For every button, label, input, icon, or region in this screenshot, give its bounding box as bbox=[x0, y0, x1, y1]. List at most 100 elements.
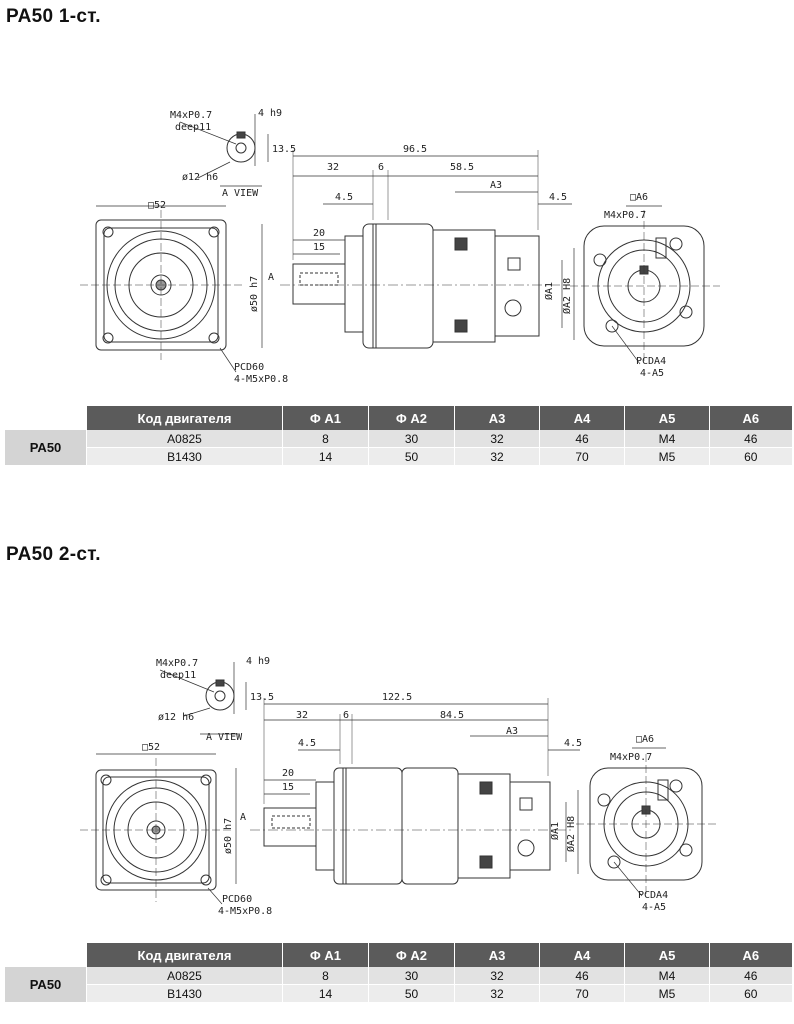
table-cell: 30 bbox=[368, 430, 455, 448]
motor-square: □A6 bbox=[630, 192, 648, 203]
a5-holes: 4-A5 bbox=[642, 902, 666, 913]
pcd: PCD60 bbox=[234, 362, 264, 373]
table-row: PA50 A0825 8 30 32 46 M4 46 bbox=[4, 430, 792, 466]
section-title: PA50 1-ст. bbox=[6, 6, 101, 27]
phi-a2: ØA2 H8 bbox=[565, 816, 577, 852]
flange-size: □52 bbox=[148, 200, 166, 211]
a-view-caption: A VIEW bbox=[206, 732, 243, 743]
left-gap: 4.5 bbox=[298, 738, 316, 749]
model-cell: PA50 bbox=[4, 967, 87, 1003]
table-cell: 46 bbox=[709, 967, 792, 985]
table-cell: 70 bbox=[539, 984, 625, 1002]
technical-drawing-1-stage: M4xP0.7 deep11 4 h9 13.5 ø12 h6 A VIEW □… bbox=[80, 108, 720, 385]
segment-a: 32 bbox=[327, 162, 339, 173]
table-cell: M5 bbox=[624, 984, 710, 1002]
table-cell: 32 bbox=[454, 984, 540, 1002]
table-cell: M5 bbox=[624, 447, 710, 465]
technical-drawing-2-stage: M4xP0.7 deep11 4 h9 13.5 ø12 h6 A VIEW □… bbox=[80, 656, 716, 917]
motor-thread: M4xP0.7 bbox=[610, 752, 652, 763]
body-diameter: ø50 h7 bbox=[223, 818, 234, 854]
a3-label: A3 bbox=[490, 180, 502, 191]
output-flange-view-icon bbox=[80, 205, 245, 373]
a-view-shaft-end-icon bbox=[179, 114, 269, 187]
table-cell: 14 bbox=[282, 447, 369, 465]
table-cell: 50 bbox=[368, 984, 455, 1002]
flange-size: □52 bbox=[142, 742, 160, 753]
col-header-a4: A4 bbox=[539, 406, 625, 430]
table-cell: 50 bbox=[368, 447, 455, 465]
spec-table-1: Код двигателя Φ A1 Φ A2 A3 A4 A5 A6 PA50… bbox=[4, 406, 792, 466]
table-cell: 30 bbox=[368, 967, 455, 985]
total-length: 122.5 bbox=[382, 692, 412, 703]
a-view-thread: M4xP0.7 bbox=[156, 658, 198, 669]
shaft-length: 20 bbox=[282, 768, 294, 779]
holes: 4-M5xP0.8 bbox=[218, 906, 272, 917]
table-cell: 46 bbox=[539, 967, 625, 985]
a-mark: A bbox=[240, 812, 246, 823]
segment-c: 58.5 bbox=[450, 162, 474, 173]
table-cell: 60 bbox=[709, 984, 792, 1002]
a-view-shaft: ø12 h6 bbox=[182, 172, 218, 183]
key-length: 15 bbox=[282, 782, 294, 793]
table-row: PA50 A0825 8 30 32 46 M4 46 bbox=[4, 967, 792, 1003]
col-header-a5: A5 bbox=[624, 943, 710, 967]
table-cell: M4 bbox=[624, 430, 710, 448]
table-row: B1430 14 50 32 70 M5 60 bbox=[5, 447, 792, 465]
table-cell: 32 bbox=[454, 430, 540, 448]
col-header-a4: A4 bbox=[539, 943, 625, 967]
spec-table-2: Код двигателя Φ A1 Φ A2 A3 A4 A5 A6 PA50… bbox=[4, 943, 792, 1003]
segment-b: 6 bbox=[378, 162, 384, 173]
table-cell: 8 bbox=[282, 430, 369, 448]
a-view-shaft: ø12 h6 bbox=[158, 712, 194, 723]
segment-b: 6 bbox=[343, 710, 349, 721]
output-flange-view-icon bbox=[80, 753, 232, 905]
a-view-depth: deep11 bbox=[175, 122, 211, 133]
model-cell: PA50 bbox=[4, 430, 87, 466]
a-view-height: 13.5 bbox=[250, 692, 274, 703]
col-header-motor-code: Код двигателя bbox=[86, 943, 283, 967]
motor-flange-view-icon bbox=[570, 205, 720, 365]
table-cell: A0825 bbox=[86, 967, 283, 985]
table-cell: 14 bbox=[282, 984, 369, 1002]
right-gap: 4.5 bbox=[549, 192, 567, 203]
col-header-a3: A3 bbox=[454, 943, 540, 967]
table-cell: A0825 bbox=[86, 430, 283, 448]
a-view-height: 13.5 bbox=[272, 144, 296, 155]
table-cell: B1430 bbox=[86, 984, 283, 1002]
phi-a1: ØA1 bbox=[549, 822, 561, 840]
table-cell: 32 bbox=[454, 447, 540, 465]
gearbox-side-view-icon bbox=[261, 150, 575, 349]
total-length: 96.5 bbox=[403, 144, 427, 155]
a-view-shaft-end-icon bbox=[159, 662, 247, 735]
motor-thread: M4xP0.7 bbox=[604, 210, 646, 221]
pcda4: PCDA4 bbox=[638, 890, 668, 901]
motor-square: □A6 bbox=[636, 734, 654, 745]
holes: 4-M5xP0.8 bbox=[234, 374, 288, 385]
phi-a2: ØA2 H8 bbox=[561, 278, 573, 314]
section-title: PA50 2-ст. bbox=[6, 544, 101, 565]
table-cell: 46 bbox=[539, 430, 625, 448]
col-header-a2: Φ A2 bbox=[368, 943, 455, 967]
table-cell: 32 bbox=[454, 967, 540, 985]
a-view-depth: deep11 bbox=[160, 670, 196, 681]
segment-a: 32 bbox=[296, 710, 308, 721]
shaft-length: 20 bbox=[313, 228, 325, 239]
phi-a1: ØA1 bbox=[543, 282, 555, 300]
a-mark: A bbox=[268, 272, 274, 283]
pcda4: PCDA4 bbox=[636, 356, 666, 367]
a5-holes: 4-A5 bbox=[640, 368, 664, 379]
col-header-a3: A3 bbox=[454, 406, 540, 430]
a-view-caption: A VIEW bbox=[222, 188, 259, 199]
a-view-key: 4 h9 bbox=[246, 656, 270, 667]
col-header-a6: A6 bbox=[709, 943, 792, 967]
table-row: B1430 14 50 32 70 M5 60 bbox=[5, 984, 792, 1002]
table-cell: 8 bbox=[282, 967, 369, 985]
motor-flange-view-icon bbox=[576, 747, 716, 897]
a-view-thread: M4xP0.7 bbox=[170, 110, 212, 121]
col-header-motor-code: Код двигателя bbox=[86, 406, 283, 430]
a3-label: A3 bbox=[506, 726, 518, 737]
col-header-a6: A6 bbox=[709, 406, 792, 430]
gearbox-side-view-icon bbox=[235, 698, 580, 885]
col-header-a2: Φ A2 bbox=[368, 406, 455, 430]
segment-c: 84.5 bbox=[440, 710, 464, 721]
